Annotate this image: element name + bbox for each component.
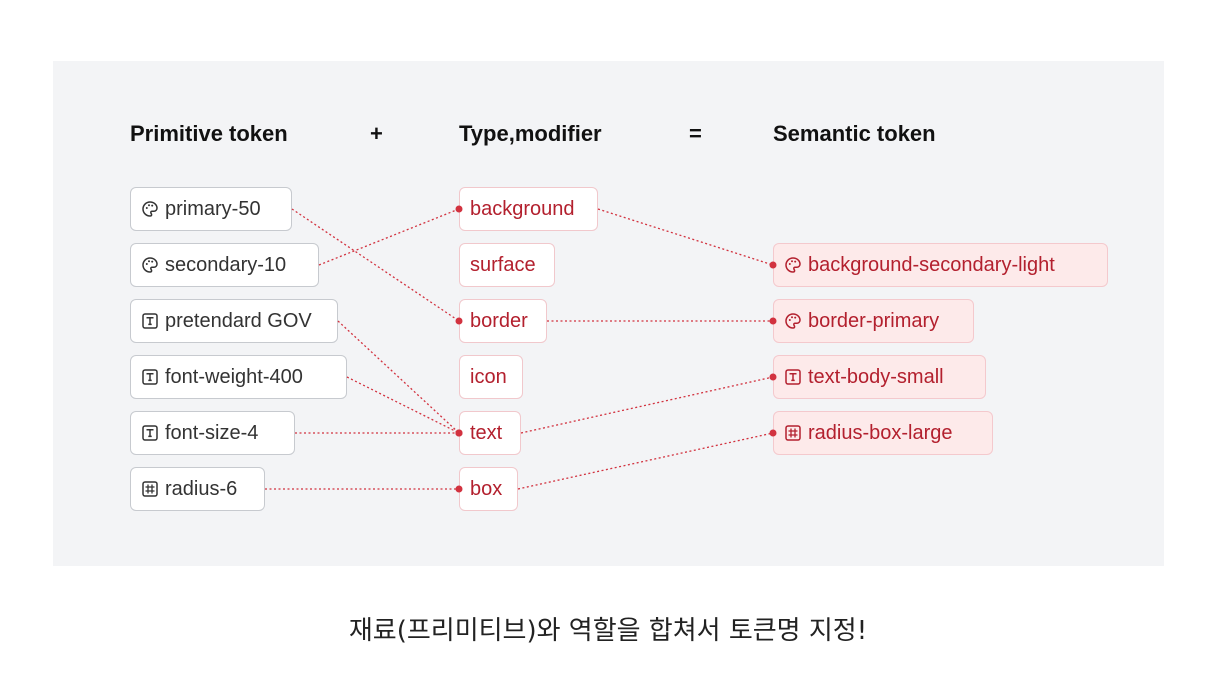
- semantic-token-label: background-secondary-light: [808, 253, 1055, 276]
- grid-icon: [784, 424, 802, 442]
- type-token-background: background: [459, 187, 598, 231]
- grid-icon: [141, 480, 159, 498]
- type-token-label: icon: [470, 365, 507, 388]
- semantic-token-text-body-small: text-body-small: [773, 355, 986, 399]
- semantic-token-label: border-primary: [808, 309, 940, 332]
- semantic-token-background-secondary-light: background-secondary-light: [773, 243, 1108, 287]
- semantic-token-label: radius-box-large: [808, 421, 953, 444]
- type-token-label: text: [470, 421, 503, 444]
- semantic-token-border-primary: border-primary: [773, 299, 974, 343]
- text-icon: [141, 368, 159, 386]
- primitive-token-label: secondary-10: [165, 253, 287, 276]
- text-icon: [784, 368, 802, 386]
- primitive-token-label: font-weight-400: [165, 365, 303, 388]
- equals-operator: =: [689, 121, 702, 146]
- primitive-token-label: font-size-4: [165, 421, 259, 444]
- type-token-border: border: [459, 299, 547, 343]
- palette-icon: [784, 256, 802, 274]
- type-token-label: surface: [470, 253, 536, 276]
- semantic-token-radius-box-large: radius-box-large: [773, 411, 993, 455]
- primitive-token-label: primary-50: [165, 197, 261, 220]
- palette-icon: [141, 256, 159, 274]
- type-token-surface: surface: [459, 243, 555, 287]
- text-icon: [141, 312, 159, 330]
- caption: 재료(프리미티브)와 역할을 합쳐서 토큰명 지정!: [348, 616, 868, 646]
- primitive-token-header: Primitive token: [130, 121, 288, 146]
- type-token-label: background: [470, 197, 575, 220]
- type-token-text: text: [459, 411, 521, 455]
- type-modifier-header: Type,modifier: [459, 121, 602, 146]
- text-icon: [141, 424, 159, 442]
- primitive-token-radius-6: radius-6: [130, 467, 265, 511]
- primitive-token-label: radius-6: [165, 477, 238, 500]
- primitive-token-secondary-10: secondary-10: [130, 243, 319, 287]
- semantic-token-label: text-body-small: [808, 365, 944, 388]
- type-token-icon: icon: [459, 355, 523, 399]
- plus-operator: +: [370, 121, 383, 146]
- semantic-token-header: Semantic token: [773, 121, 936, 146]
- palette-icon: [784, 312, 802, 330]
- type-token-label: border: [470, 309, 528, 332]
- primitive-token-font-weight-400: font-weight-400: [130, 355, 347, 399]
- type-token-label: box: [470, 477, 503, 500]
- primitive-token-font-size-4: font-size-4: [130, 411, 295, 455]
- primitive-token-label: pretendard GOV: [165, 309, 312, 332]
- type-token-box: box: [459, 467, 518, 511]
- palette-icon: [141, 200, 159, 218]
- primitive-token-pretendard-gov: pretendard GOV: [130, 299, 338, 343]
- primitive-token-primary-50: primary-50: [130, 187, 292, 231]
